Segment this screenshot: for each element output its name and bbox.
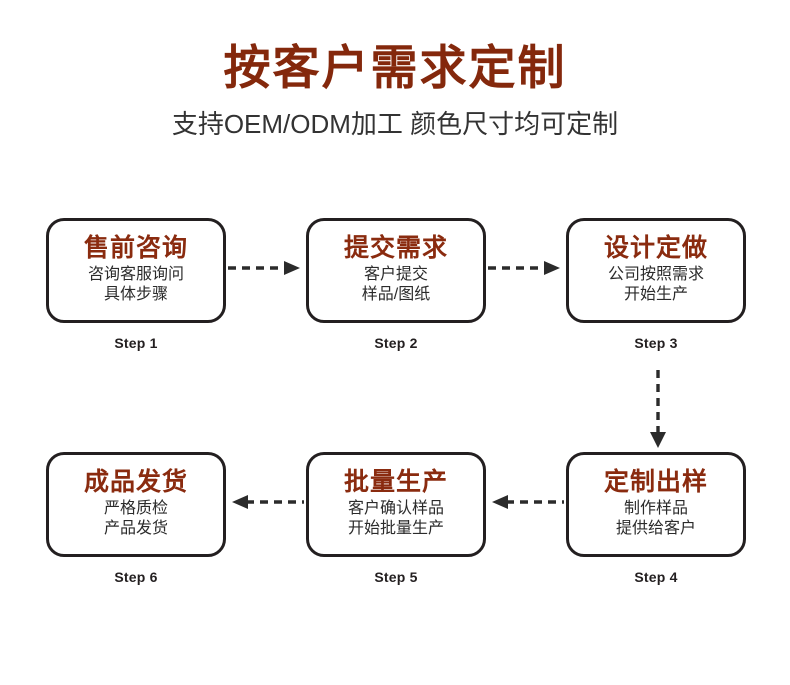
- flow-step-1-desc-line2: 具体步骤: [103, 285, 168, 303]
- page-header: 按客户需求定制 支持OEM/ODM加工 颜色尺寸均可定制: [0, 0, 790, 140]
- flow-step-5-title: 批量生产: [343, 467, 448, 496]
- flow-step-1-label-wrap: Step 1: [46, 335, 226, 354]
- flow-step-5-label: Step 5: [371, 569, 421, 588]
- flow-step-2-label-wrap: Step 2: [306, 335, 486, 354]
- flow-step-1-box[interactable]: 售前咨询 咨询客服询问 具体步骤: [46, 218, 226, 323]
- flow-step-1-desc-line1: 咨询客服询问: [87, 265, 184, 283]
- flow-step-2-title: 提交需求: [343, 233, 448, 262]
- flow-step-6-desc-line1: 严格质检: [103, 499, 168, 517]
- flow-step-2-desc-line1: 客户提交: [363, 265, 428, 283]
- flow-step-4-title: 定制出样: [603, 467, 708, 496]
- flow-step-4[interactable]: 定制出样 制作样品 提供给客户 Step 4: [566, 452, 746, 588]
- flow-step-5[interactable]: 批量生产 客户确认样品 开始批量生产 Step 5: [306, 452, 486, 588]
- flow-step-6-label-wrap: Step 6: [46, 569, 226, 588]
- arrow-left-icon-step5-to-step6: [226, 492, 306, 512]
- flow-step-4-desc-line2: 提供给客户: [615, 519, 696, 537]
- flow-step-4-label: Step 4: [631, 569, 681, 588]
- flow-step-6[interactable]: 成品发货 严格质检 产品发货 Step 6: [46, 452, 226, 588]
- arrow-left-icon-step4-to-step5: [486, 492, 566, 512]
- flow-step-3-label: Step 3: [631, 335, 681, 354]
- flow-step-5-box[interactable]: 批量生产 客户确认样品 开始批量生产: [306, 452, 486, 557]
- flow-step-2-desc-line2: 样品/图纸: [361, 285, 431, 303]
- page-subtitle: 支持OEM/ODM加工 颜色尺寸均可定制: [171, 108, 619, 139]
- flow-step-2-label: Step 2: [371, 335, 421, 354]
- flow-step-3-box[interactable]: 设计定做 公司按照需求 开始生产: [566, 218, 746, 323]
- flow-step-3-label-text: Step 3: [634, 335, 678, 351]
- flow-step-5-desc-line2: 开始批量生产: [347, 519, 444, 537]
- flow-step-5-desc-line1: 客户确认样品: [347, 499, 444, 517]
- flow-step-6-label: Step 6: [111, 569, 161, 588]
- flow-step-3-desc-line1: 公司按照需求: [607, 265, 704, 283]
- arrow-right-icon-step2-to-step3: [486, 258, 566, 278]
- flow-step-1-label: Step 1: [111, 335, 161, 354]
- flow-step-1-title: 售前咨询: [83, 233, 188, 262]
- arrow-right-icon-step1-to-step2: [226, 258, 306, 278]
- flow-step-6-title: 成品发货: [83, 467, 188, 496]
- flow-step-1-label-text: Step 1: [114, 335, 158, 351]
- flow-step-3[interactable]: 设计定做 公司按照需求 开始生产 Step 3: [566, 218, 746, 354]
- flow-step-5-label-wrap: Step 5: [306, 569, 486, 588]
- flow-step-4-label-wrap: Step 4: [566, 569, 746, 588]
- flow-step-4-desc-line1: 制作样品: [623, 499, 688, 517]
- flow-step-2-label-text: Step 2: [374, 335, 418, 351]
- flow-step-5-label-text: Step 5: [374, 569, 418, 585]
- flow-step-3-desc-line2: 开始生产: [623, 285, 688, 303]
- flow-step-4-box[interactable]: 定制出样 制作样品 提供给客户: [566, 452, 746, 557]
- flow-step-3-title: 设计定做: [603, 233, 708, 262]
- flow-step-2-box[interactable]: 提交需求 客户提交 样品/图纸: [306, 218, 486, 323]
- arrow-down-icon-step3-to-step4: [638, 368, 678, 452]
- flow-step-1[interactable]: 售前咨询 咨询客服询问 具体步骤 Step 1: [46, 218, 226, 354]
- flow-step-6-label-text: Step 6: [114, 569, 158, 585]
- flow-step-6-box[interactable]: 成品发货 严格质检 产品发货: [46, 452, 226, 557]
- flow-step-2[interactable]: 提交需求 客户提交 样品/图纸 Step 2: [306, 218, 486, 354]
- flow-step-3-label-wrap: Step 3: [566, 335, 746, 354]
- flow-step-6-desc-line2: 产品发货: [103, 519, 168, 537]
- page-title: 按客户需求定制: [223, 41, 567, 94]
- flow-step-4-label-text: Step 4: [634, 569, 678, 585]
